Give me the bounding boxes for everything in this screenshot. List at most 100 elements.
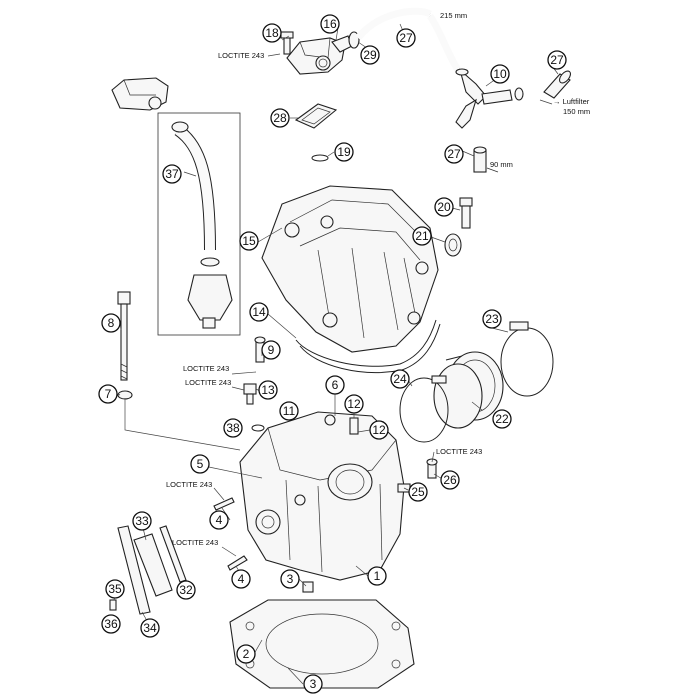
svg-text:15: 15 (242, 234, 256, 248)
svg-text:37: 37 (165, 167, 179, 181)
callout-15: 15 (239, 231, 259, 251)
callout-36: 36 (101, 614, 121, 634)
gasket-28 (294, 103, 338, 129)
svg-text:36: 36 (104, 617, 118, 631)
loctite-note-4-lower: LOCTITE 243 (172, 538, 218, 547)
loctite-note-18: LOCTITE 243 (218, 51, 264, 60)
svg-text:12: 12 (347, 397, 361, 411)
callout-8: 8 (101, 313, 121, 333)
guide-33 (133, 533, 173, 597)
vent-hose-27-lower (473, 146, 499, 173)
svg-text:12: 12 (372, 423, 386, 437)
svg-text:35: 35 (108, 582, 122, 596)
callout-1: 1 (367, 566, 387, 586)
cylinder-head-1 (239, 411, 405, 581)
callout-11: 11 (279, 401, 299, 421)
callout-35: 35 (105, 579, 125, 599)
hose-clamp-24 (399, 375, 449, 443)
t-piece-10 (455, 68, 524, 129)
o-ring-38 (251, 424, 265, 432)
callout-38: 38 (223, 418, 243, 438)
fitting-13 (243, 383, 257, 405)
intake-flange-22 (433, 351, 504, 429)
thermostat-housing-left (111, 77, 169, 111)
svg-text:9: 9 (268, 343, 275, 357)
svg-text:26: 26 (443, 473, 457, 487)
svg-text:11: 11 (283, 404, 296, 418)
length-note-90: 90 mm (490, 160, 513, 169)
callout-28: 28 (270, 108, 290, 128)
bolt-4-upper (213, 497, 235, 511)
svg-text:18: 18 (265, 26, 279, 40)
svg-text:27: 27 (447, 147, 461, 161)
callout-27-right: 27 (547, 50, 567, 70)
bolt-4-lower (227, 555, 248, 571)
leader-lines (113, 23, 559, 685)
callout-14: 14 (249, 302, 269, 322)
callout-5: 5 (190, 454, 210, 474)
guide-32 (159, 525, 187, 583)
callout-19: 19 (334, 142, 354, 162)
washer-21 (444, 233, 462, 257)
svg-text:2: 2 (243, 647, 250, 661)
svg-text:25: 25 (411, 485, 425, 499)
callout-13: 13 (258, 380, 278, 400)
svg-text:1: 1 (374, 569, 381, 583)
washer-7 (117, 390, 133, 400)
svg-text:28: 28 (273, 111, 287, 125)
callout-27-lower: 27 (444, 144, 464, 164)
svg-text:38: 38 (226, 421, 240, 435)
svg-text:29: 29 (363, 48, 377, 62)
callout-3-lower: 3 (303, 674, 323, 694)
callout-32: 32 (176, 580, 196, 600)
vent-hose-27 (355, 7, 461, 72)
callout-18: 18 (262, 23, 282, 43)
svg-text:7: 7 (105, 387, 112, 401)
callout-6: 6 (325, 375, 345, 395)
svg-text:32: 32 (179, 583, 193, 597)
valve-cover-15 (261, 185, 439, 353)
svg-text:3: 3 (287, 572, 294, 586)
callout-34: 34 (140, 618, 160, 638)
vent-hose-27-right (543, 70, 571, 99)
svg-text:5: 5 (197, 457, 204, 471)
svg-text:4: 4 (238, 572, 245, 586)
callout-24: 24 (390, 369, 410, 389)
callout-10: 10 (490, 64, 510, 84)
svg-text:6: 6 (332, 378, 339, 392)
svg-text:22: 22 (495, 412, 509, 426)
svg-text:21: 21 (415, 229, 429, 243)
loctite-pointers (213, 53, 553, 557)
svg-text:24: 24 (393, 372, 407, 386)
chain-guide-34 (117, 525, 151, 615)
callout-4-lower: 4 (231, 569, 251, 589)
callout-27-top: 27 (396, 28, 416, 48)
stud-8 (117, 291, 131, 381)
thermostat-housing (286, 35, 353, 75)
breather-hose-37 (157, 112, 241, 336)
bolt-18 (280, 31, 294, 55)
callout-12-upper: 12 (344, 394, 364, 414)
callout-20: 20 (434, 197, 454, 217)
o-ring-19 (311, 154, 329, 162)
callout-2: 2 (236, 644, 256, 664)
callout-29: 29 (360, 45, 380, 65)
callout-33: 33 (132, 511, 152, 531)
callout-23: 23 (482, 309, 502, 329)
svg-text:8: 8 (108, 316, 115, 330)
svg-text:27: 27 (399, 31, 413, 45)
length-note-215: 215 mm (440, 11, 467, 20)
head-gasket-2 (229, 599, 415, 689)
loctite-note-9: LOCTITE 243 (183, 364, 229, 373)
pin-35 (109, 599, 117, 611)
loctite-note-4-upper: LOCTITE 243 (166, 480, 212, 489)
svg-text:20: 20 (437, 200, 451, 214)
svg-text:23: 23 (485, 312, 499, 326)
length-note-150: 150 mm (563, 107, 590, 116)
svg-text:33: 33 (135, 514, 149, 528)
loctite-note-26: LOCTITE 243 (436, 447, 482, 456)
loctite-note-13: LOCTITE 243 (185, 378, 231, 387)
svg-text:19: 19 (337, 145, 351, 159)
svg-text:14: 14 (252, 305, 266, 319)
